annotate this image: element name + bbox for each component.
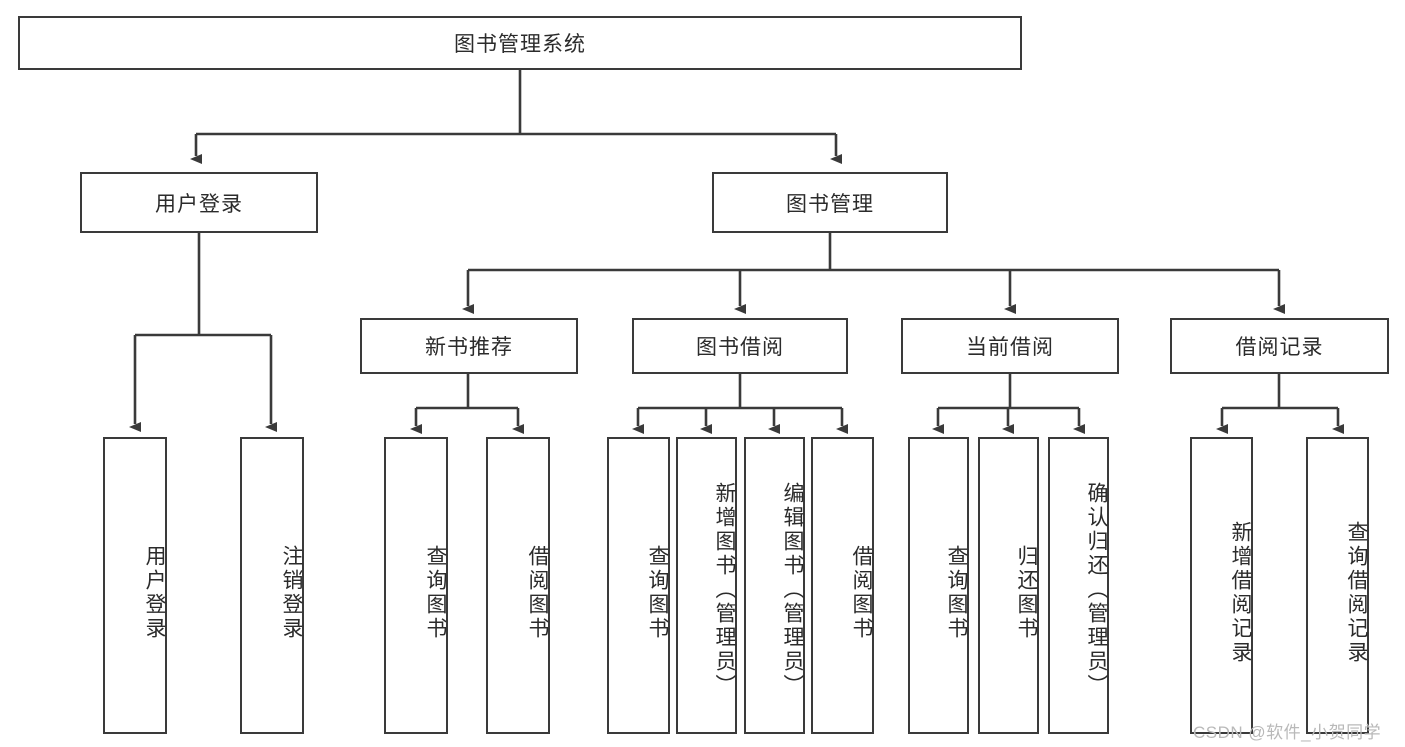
leaf-borrow-query-book[interactable]: 查询图书 — [607, 437, 670, 734]
leaf-records-query-record[interactable]: 查询借阅记录 — [1306, 437, 1369, 734]
node-user-login-label: 用户登录 — [155, 192, 243, 216]
leaf-current-query-book[interactable]: 查询图书 — [908, 437, 969, 734]
leaf-current-confirm-return[interactable]: 确认归还（管理员） — [1048, 437, 1109, 734]
leaf-newbook-borrow-book-label: 借阅图书 — [526, 544, 549, 641]
leaf-user-login-label: 用户登录 — [143, 544, 166, 641]
leaf-newbook-query-book-label: 查询图书 — [424, 544, 447, 641]
leaf-current-return-book-label: 归还图书 — [1015, 544, 1038, 641]
leaf-current-query-book-label: 查询图书 — [945, 544, 968, 641]
node-new-book-recommend-label: 新书推荐 — [425, 336, 513, 359]
leaf-records-add-record[interactable]: 新增借阅记录 — [1190, 437, 1253, 734]
node-user-login[interactable]: 用户登录 — [80, 172, 318, 233]
leaf-current-confirm-return-label: 确认归还（管理员） — [1085, 481, 1108, 698]
leaf-borrow-borrow-book[interactable]: 借阅图书 — [811, 437, 874, 734]
leaf-logout-label: 注销登录 — [280, 544, 303, 641]
leaf-borrow-add-book[interactable]: 新增图书（管理员） — [676, 437, 737, 734]
leaf-newbook-query-book[interactable]: 查询图书 — [384, 437, 448, 734]
leaf-newbook-borrow-book[interactable]: 借阅图书 — [486, 437, 550, 734]
leaf-borrow-add-book-label: 新增图书（管理员） — [713, 481, 736, 698]
leaf-borrow-query-book-label: 查询图书 — [646, 544, 669, 641]
node-current-borrow[interactable]: 当前借阅 — [901, 318, 1119, 374]
node-borrow-records[interactable]: 借阅记录 — [1170, 318, 1389, 374]
node-book-management[interactable]: 图书管理 — [712, 172, 948, 233]
node-new-book-recommend[interactable]: 新书推荐 — [360, 318, 578, 374]
node-book-management-label: 图书管理 — [786, 192, 874, 216]
leaf-current-return-book[interactable]: 归还图书 — [978, 437, 1039, 734]
leaf-borrow-edit-book-label: 编辑图书（管理员） — [781, 481, 804, 698]
leaf-records-query-record-label: 查询借阅记录 — [1345, 520, 1368, 665]
leaf-user-login[interactable]: 用户登录 — [103, 437, 167, 734]
leaf-borrow-edit-book[interactable]: 编辑图书（管理员） — [744, 437, 805, 734]
node-book-borrow-label: 图书借阅 — [696, 336, 784, 359]
leaf-records-add-record-label: 新增借阅记录 — [1229, 520, 1252, 665]
leaf-logout[interactable]: 注销登录 — [240, 437, 304, 734]
node-borrow-records-label: 借阅记录 — [1235, 336, 1324, 359]
node-root-label: 图书管理系统 — [454, 33, 586, 56]
node-current-borrow-label: 当前借阅 — [966, 336, 1054, 359]
node-root[interactable]: 图书管理系统 — [18, 16, 1022, 70]
node-book-borrow[interactable]: 图书借阅 — [632, 318, 848, 374]
leaf-borrow-borrow-book-label: 借阅图书 — [850, 544, 873, 641]
watermark: CSDN @软件_小贺同学 — [1193, 723, 1382, 742]
